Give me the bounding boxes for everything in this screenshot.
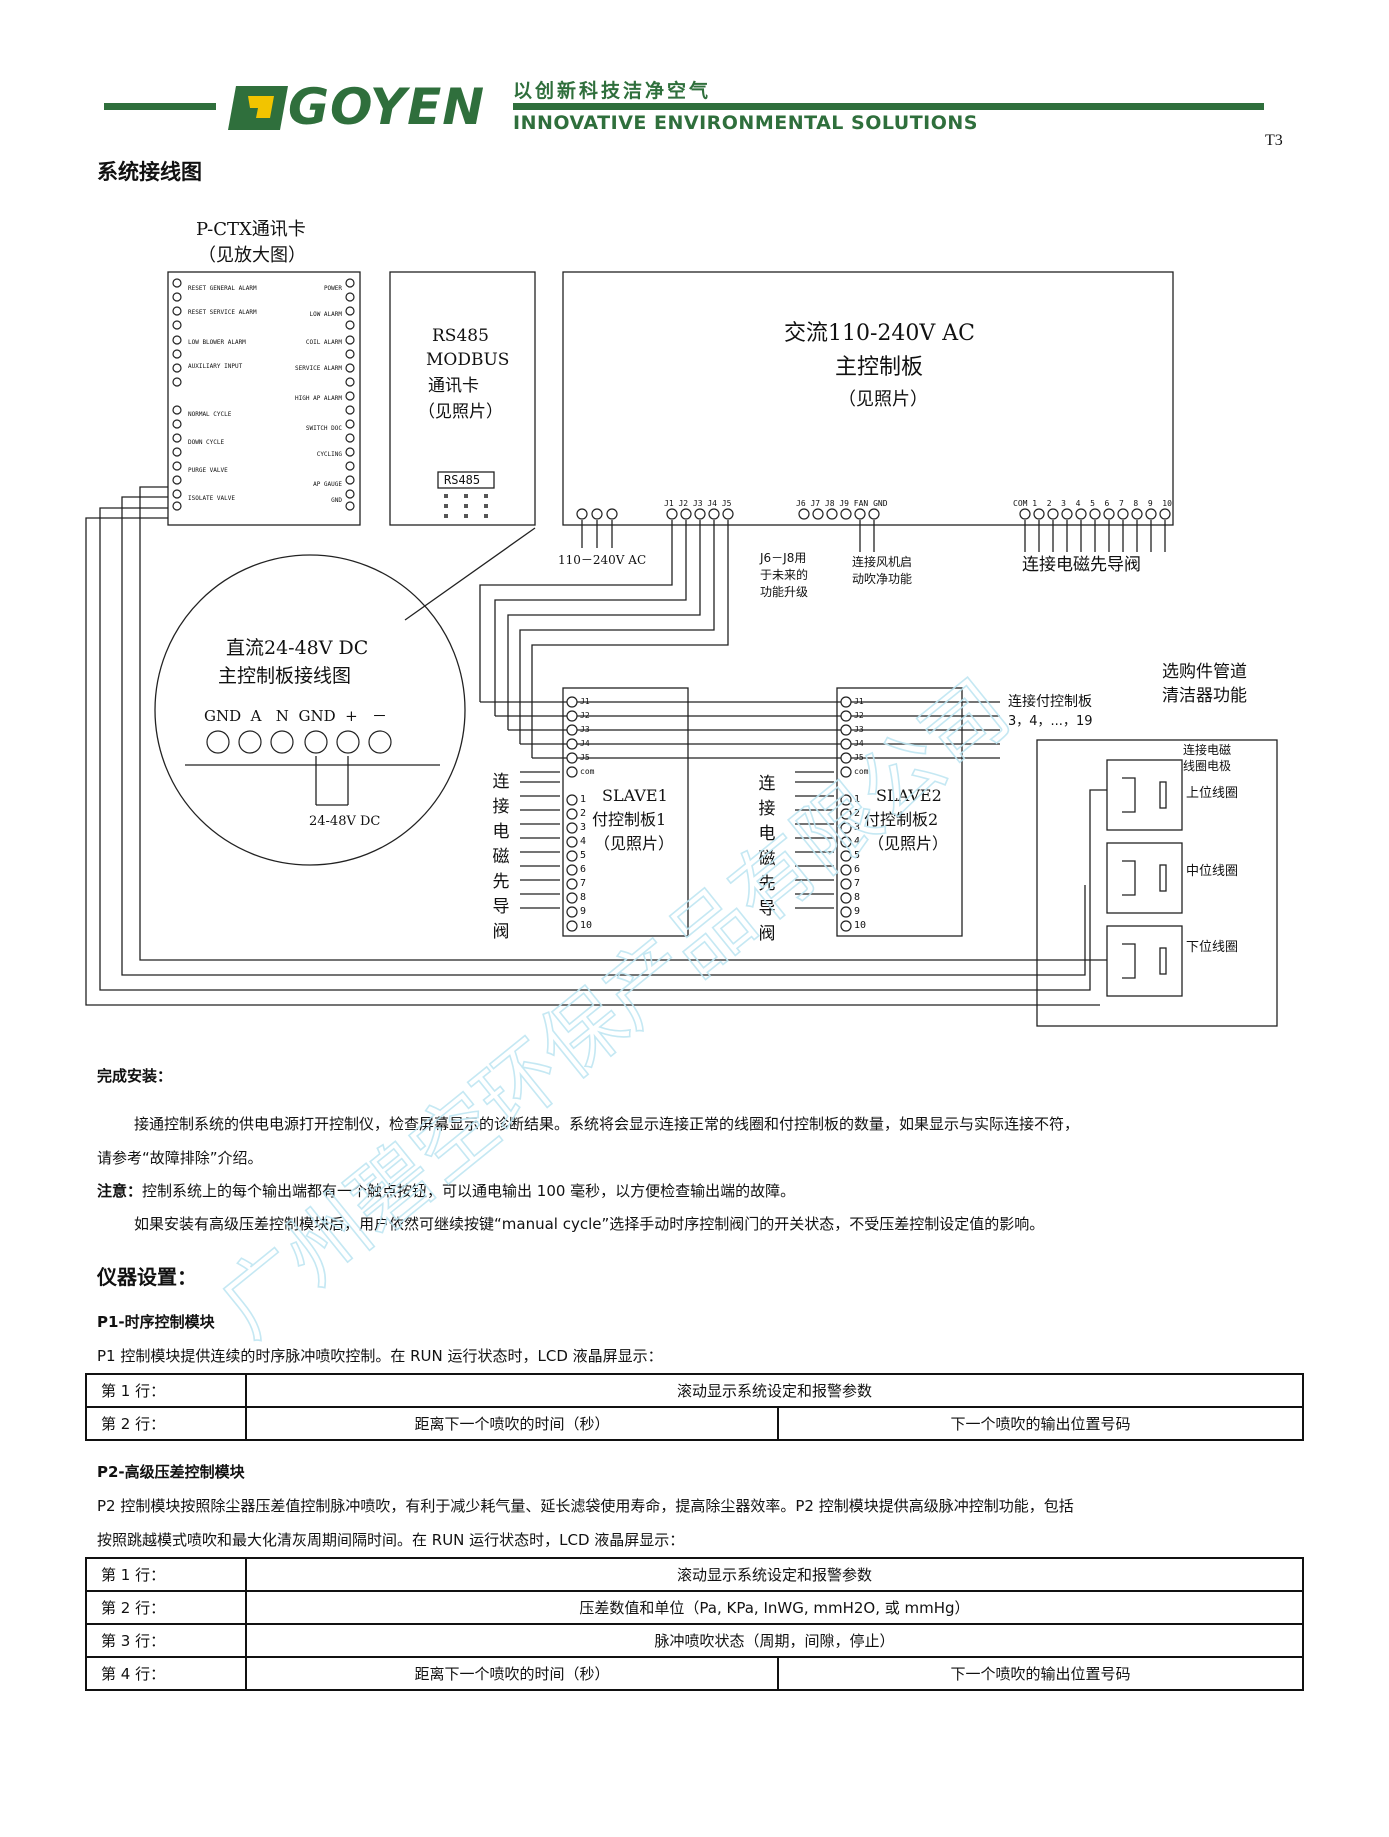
slogan-en: INNOVATIVE ENVIRONMENTAL SOLUTIONS [513,112,978,134]
table-row: 第 2 行： 距离下一个喷吹的时间（秒） 下一个喷吹的输出位置号码 [85,1406,1304,1441]
coil-note-2: 线圈电极 [1183,759,1232,773]
p2-description-1: P2 控制模块按照除尘器压差值控制脉冲喷吹，有利于减少耗气量、延长滤袋使用寿命，… [97,1497,1074,1515]
row-value-right: 下一个喷吹的输出位置号码 [777,1406,1304,1441]
main-com-labels: COM 1 2 3 4 5 6 7 8 9 10 [1013,499,1172,508]
section-title-wiring: 系统接线图 [97,160,202,184]
option-title-1: 选购件管道 [1162,662,1247,682]
p2-title: P2-高级压差控制模块 [97,1463,245,1481]
row-label: 第 2 行： [85,1406,247,1441]
slave2-note: （见照片） [868,834,949,853]
table-row: 第 2 行： 压差数值和单位（Pa, KPa, InWG, mmH2O, 或 m… [85,1590,1304,1625]
p1-description: P1 控制模块提供连续的时序脉冲喷吹控制。在 RUN 运行状态时，LCD 液晶屏… [97,1347,663,1365]
fan-note: 连接风机启 动吹净功能 [852,555,913,586]
install-paragraph-2: 如果安装有高级压差控制模块后，用户依然可继续按键“manual cycle”选择… [134,1215,1045,1233]
rs485-line4: （见照片） [418,402,503,422]
main-board-line2: 主控制板 [835,355,924,380]
table-row: 第 4 行： 距离下一个喷吹的时间（秒） 下一个喷吹的输出位置号码 [85,1656,1304,1691]
header-rule-right [513,103,1264,110]
pctx-left-labels: RESET GENERAL ALARM RESET SERVICE ALARM … [188,285,257,502]
j6j8-note: J6－J8用 于未来的 功能升级 [760,551,809,599]
connect-more-range: 3，4，...，19 [1008,714,1093,729]
settings-title: 仪器设置： [97,1265,197,1289]
table-row: 第 1 行： 滚动显示系统设定和报警参数 [85,1373,1304,1408]
install-title: 完成安装： [97,1067,173,1085]
pctx-title: P-CTX通讯卡 [196,219,306,240]
coil-middle-label: 中位线圈 [1186,864,1239,879]
dc-subtitle: 主控制板接线图 [218,665,352,687]
vert-label-slave2: 连接 电磁 先导 阀 [758,774,776,944]
slave1-subtitle: 付控制板1 [592,810,667,829]
coil-note-1: 连接电磁 [1183,743,1232,757]
note-label: 注意： [97,1182,143,1200]
dc-title: 直流24-48V DC [226,637,369,659]
slave2-subtitle: 付控制板2 [864,810,939,829]
row-label: 第 1 行： [85,1557,247,1592]
row-value-right: 下一个喷吹的输出位置号码 [777,1656,1304,1691]
page-number: T3 [1265,132,1283,149]
install-note: 注意：控制系统上的每个输出端都有一个触点按钮，可以通电输出 100 毫秒，以方便… [97,1181,795,1201]
install-paragraph-1b: 请参考“故障排除”介绍。 [97,1149,263,1167]
p2-lcd-table: 第 1 行： 滚动显示系统设定和报警参数 第 2 行： 压差数值和单位（Pa, … [85,1557,1304,1691]
dc-voltage: 24-48V DC [309,814,381,829]
ac-label: 110－240V AC [558,553,647,567]
rs485-line2: MODBUS [426,350,510,370]
coil-upper-label: 上位线圈 [1186,786,1239,801]
slogan-cn: 以创新科技洁净空气 [513,80,712,102]
vert-label-slave1: 连接 电磁 先导 阀 [492,772,510,942]
p1-title: P1-时序控制模块 [97,1313,215,1331]
row-value: 压差数值和单位（Pa, KPa, InWG, mmH2O, 或 mmHg） [245,1590,1304,1625]
pctx-right-labels: POWER LOW ALARM COIL ALARM SERVICE ALARM… [295,285,342,504]
slave1-title: SLAVE1 [602,786,668,805]
rs485-line3: 通讯卡 [428,376,479,396]
option-title-2: 清洁器功能 [1162,686,1247,706]
solenoid-note: 连接电磁先导阀 [1022,555,1141,575]
row-value-left: 距离下一个喷吹的时间（秒） [245,1656,779,1691]
main-j6-labels: J6 J7 J8 J9 FAN GND [796,499,888,508]
row-label: 第 4 行： [85,1656,247,1691]
pctx-subtitle: （见放大图） [198,245,306,266]
main-board-line1: 交流110-240V AC [784,321,976,346]
rs485-tag: RS485 [444,473,481,487]
table-row: 第 1 行： 滚动显示系统设定和报警参数 [85,1557,1304,1592]
note-text: 控制系统上的每个输出端都有一个触点按钮，可以通电输出 100 毫秒，以方便检查输… [142,1182,796,1200]
slave1-note: （见照片） [594,834,675,853]
row-value-left: 距离下一个喷吹的时间（秒） [245,1406,779,1441]
coil-lower-label: 下位线圈 [1186,940,1239,955]
goyen-logo-mark [228,86,288,130]
connect-more-slaves: 连接付控制板 [1008,694,1092,710]
p1-lcd-table: 第 1 行： 滚动显示系统设定和报警参数 第 2 行： 距离下一个喷吹的时间（秒… [85,1373,1304,1441]
row-value: 脉冲喷吹状态（周期，间隙，停止） [245,1623,1304,1658]
row-label: 第 1 行： [85,1373,247,1408]
row-value: 滚动显示系统设定和报警参数 [245,1557,1304,1592]
main-j-labels: J1 J2 J3 J4 J5 [664,499,732,508]
rs485-line1: RS485 [432,326,489,346]
dc-terminals: GND A N GND + － [204,707,388,725]
p2-description-2: 按照跳越模式喷吹和最大化清灰周期间隔时间。在 RUN 运行状态时，LCD 液晶屏… [97,1531,685,1549]
table-row: 第 3 行： 脉冲喷吹状态（周期，间隙，停止） [85,1623,1304,1658]
install-paragraph-1a: 接通控制系统的供电电源打开控制仪，检查屏幕显示的诊断结果。系统将会显示连接正常的… [134,1115,1080,1133]
slave2-title: SLAVE2 [876,786,942,805]
row-value: 滚动显示系统设定和报警参数 [245,1373,1304,1408]
goyen-logo-text: GOYEN [288,78,486,136]
main-board-line3: （见照片） [838,389,928,410]
wiring-diagram [85,271,1278,1027]
header-rule-left [104,103,216,110]
row-label: 第 3 行： [85,1623,247,1658]
row-label: 第 2 行： [85,1590,247,1625]
